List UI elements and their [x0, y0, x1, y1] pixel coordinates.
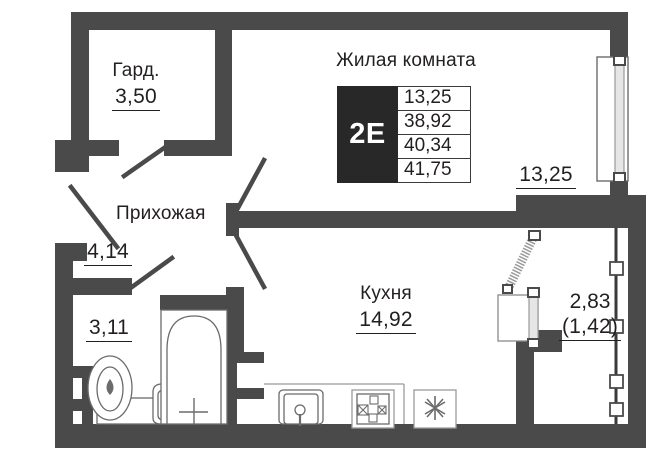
wall-right-upper-outer: [610, 12, 628, 57]
apartment-area-figures: 13,25 38,92 40,34 41,75: [398, 86, 471, 184]
wall-wardrobe-left: [71, 12, 89, 155]
area-label-balcony: 2,83 (1,42): [548, 290, 632, 342]
area-label-hallway: 4,14: [73, 240, 143, 267]
wall-bathroom-top: [160, 295, 242, 310]
bathroom-fixtures-group: [87, 309, 228, 425]
area-value-loggia: 13,25: [516, 163, 576, 190]
ventilation-star-icon: [424, 396, 446, 420]
wall-wardrobe-bottom-left: [71, 140, 119, 156]
room-name-wardrobe: Гард.: [112, 60, 160, 81]
room-name-kitchen: Кухня: [360, 283, 412, 304]
railing-post-2: [609, 319, 624, 334]
window-glazing: [614, 59, 625, 179]
window-hinge-bottom: [613, 172, 626, 183]
door-swings-group: [67, 144, 268, 291]
kitchen-fixtures-group: [264, 383, 457, 429]
bathtub-inner: [166, 315, 222, 425]
balcony-door-hinge-bottom: [527, 338, 540, 349]
room-name-living-room: Жилая комната: [336, 50, 476, 71]
wall-balcony-right-outer: [628, 195, 646, 435]
balcony-door-swing-hinge: [528, 230, 541, 241]
wall-shaft-left-3: [82, 366, 93, 424]
wall-loggia-head: [516, 195, 628, 228]
badge-row-usable-area: 38,92: [398, 111, 470, 136]
wall-main-partition: [226, 211, 516, 228]
badge-row-living-area: 13,25: [398, 87, 470, 112]
window-hinge-top: [613, 55, 626, 66]
openings-group: [497, 55, 629, 424]
door-hallway-left-swing: [67, 183, 121, 251]
room-label-living-room: Жилая комната: [316, 50, 496, 72]
door-living-lower-swing: [228, 224, 268, 291]
railing-post-3: [609, 374, 624, 389]
wall-shaft-kitchen: [226, 352, 264, 363]
door-wardrobe-swing: [120, 144, 168, 180]
wall-top-outer: [71, 12, 610, 30]
area-label-bathroom: 3,11: [76, 316, 142, 343]
room-label-kitchen: Кухня 14,92: [336, 283, 436, 334]
wall-wardrobe-right: [215, 30, 232, 156]
wall-balcony-lower-left: [516, 330, 534, 430]
area-label-loggia: 13,25: [506, 163, 586, 190]
room-area-kitchen: 14,92: [356, 308, 416, 334]
door-bathroom-swing: [128, 254, 176, 291]
railing-post-1: [609, 261, 624, 276]
toilet-seat-mark: [106, 379, 114, 395]
balcony-door-swing: [503, 234, 539, 291]
wall-hallway-bathroom: [55, 278, 132, 295]
balcony-door-hinge-top: [527, 287, 540, 298]
kitchen-sink-drain: [294, 404, 306, 416]
room-label-wardrobe: Гард. 3,50: [101, 60, 171, 111]
apartment-type-code: 2Е: [337, 86, 398, 184]
wall-bottom-outer: [55, 424, 646, 448]
railing-post-4: [609, 402, 624, 417]
wall-shaft-kitchen-3: [226, 388, 264, 399]
area-value-balcony-coefficient: (1,42): [558, 315, 622, 342]
room-name-hallway: Прихожая: [116, 203, 206, 224]
area-value-hallway: 4,14: [84, 240, 132, 267]
badge-row-total-area: 40,34: [398, 135, 470, 160]
badge-row-total-with-balcony: 41,75: [404, 159, 452, 181]
burner-top: [369, 395, 379, 405]
room-label-hallway: Прихожая: [116, 203, 236, 225]
apartment-type-badge: 2Е 13,25 38,92 40,34 41,75: [337, 86, 471, 184]
wall-hallway-left-stub: [55, 243, 87, 261]
area-value-balcony: 2,83: [569, 290, 611, 313]
burner-bottom: [368, 413, 378, 423]
balcony-door-swing-end: [502, 284, 513, 294]
room-area-wardrobe: 3,50: [112, 85, 160, 111]
walls-group: [55, 12, 646, 448]
door-living-upper-swing: [228, 156, 268, 223]
area-value-bathroom: 3,11: [85, 316, 133, 343]
cooktop-burners: [357, 395, 387, 423]
balcony-door-glazing: [528, 291, 539, 345]
wall-left-outer-lower: [55, 243, 73, 448]
